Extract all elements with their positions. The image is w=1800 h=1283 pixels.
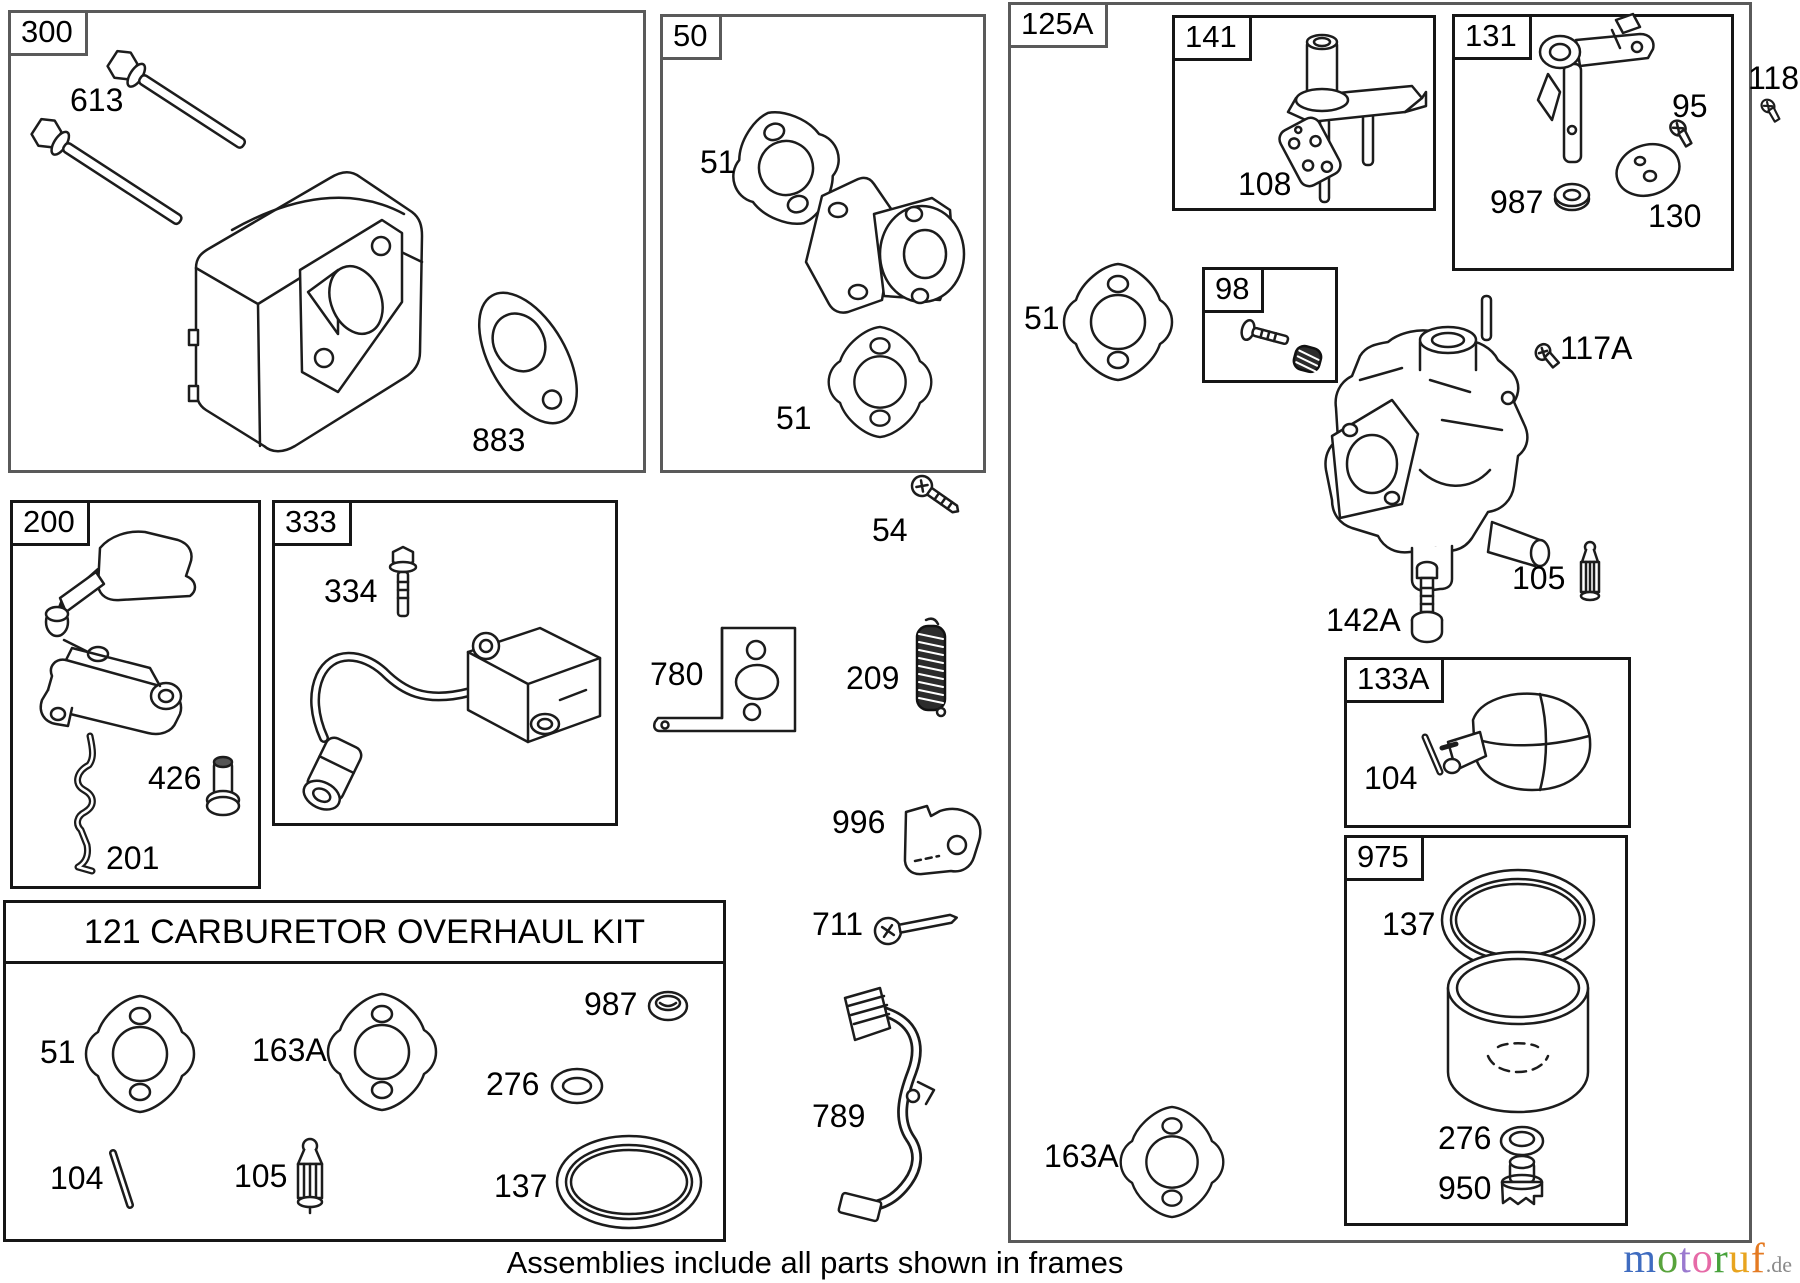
frame-50: 50 (660, 14, 986, 473)
frame-50-label: 50 (660, 14, 723, 61)
callout-137-bowl: 137 (1382, 906, 1436, 942)
frame-131-number: 131 (1465, 18, 1517, 53)
frame-975-number: 975 (1357, 839, 1409, 874)
frame-975-label: 975 (1344, 835, 1424, 882)
callout-996: 996 (832, 804, 886, 840)
frame-133a: 133A (1344, 657, 1631, 828)
callout-95: 95 (1672, 88, 1708, 124)
frame-300: 300 (8, 10, 646, 473)
callout-51-intake-bottom: 51 (776, 400, 812, 436)
frame-98-label: 98 (1202, 267, 1265, 314)
motoruf-logo[interactable]: motoruf.de (1623, 1238, 1792, 1280)
overhaul-kit-title-text: 121 CARBURETOR OVERHAUL KIT (83, 913, 646, 951)
screw-711 (873, 913, 958, 946)
callout-163a-kit: 163A (252, 1032, 327, 1068)
frame-300-label: 300 (8, 10, 88, 57)
frame-975: 975 (1344, 835, 1628, 1226)
callout-104-kit: 104 (50, 1160, 104, 1196)
frame-200: 200 (10, 500, 261, 889)
callout-613: 613 (70, 82, 124, 118)
callout-51-carb: 51 (1024, 300, 1060, 336)
frame-125a-number: 125A (1021, 6, 1094, 41)
callout-105-carb: 105 (1512, 560, 1566, 596)
callout-117a: 117A (1560, 330, 1633, 366)
callout-142a: 142A (1326, 602, 1401, 638)
frame-131-label: 131 (1452, 14, 1532, 61)
logo-letter: o (1691, 1236, 1714, 1282)
callout-276-bowl: 276 (1438, 1120, 1492, 1156)
callout-137-kit: 137 (494, 1168, 548, 1204)
frame-98: 98 (1202, 267, 1338, 383)
logo-letter: r (1713, 1236, 1729, 1282)
callout-334: 334 (324, 573, 378, 609)
logo-letter: o (1657, 1236, 1680, 1282)
spring-209 (915, 617, 947, 718)
callout-163a-carb: 163A (1044, 1138, 1119, 1174)
callout-780: 780 (650, 656, 704, 692)
callout-883: 883 (472, 422, 526, 458)
callout-130: 130 (1648, 198, 1702, 234)
callout-54: 54 (872, 512, 908, 548)
frame-133a-label: 133A (1344, 657, 1445, 704)
frame-333-label: 333 (272, 500, 352, 547)
frame-300-number: 300 (21, 14, 73, 49)
callout-201: 201 (106, 840, 160, 876)
cover-996 (903, 804, 982, 876)
callout-426: 426 (148, 760, 202, 796)
frame-141: 141 (1172, 15, 1436, 211)
frame-333: 333 (272, 500, 618, 826)
callout-118: 118 (1748, 60, 1800, 96)
callout-105-kit: 105 (234, 1158, 288, 1194)
logo-letter: f (1750, 1236, 1766, 1282)
logo-letter: t (1679, 1236, 1692, 1282)
callout-51-kit: 51 (40, 1034, 76, 1070)
callout-276-kit: 276 (486, 1066, 540, 1102)
callout-950: 950 (1438, 1170, 1492, 1206)
screw-54 (910, 474, 960, 514)
frame-333-number: 333 (285, 504, 337, 539)
screw-118 (1756, 96, 1786, 124)
logo-letter: u (1728, 1236, 1751, 1282)
logo-suffix: .de (1765, 1252, 1792, 1277)
callout-209: 209 (846, 660, 900, 696)
frame-overhaul-kit: 121 CARBURETOR OVERHAUL KIT (3, 900, 726, 1242)
frame-141-number: 141 (1185, 19, 1237, 54)
callout-987-kit: 987 (584, 986, 638, 1022)
frame-131: 131 (1452, 14, 1734, 271)
callout-987-131: 987 (1490, 184, 1544, 220)
frame-50-number: 50 (673, 18, 708, 53)
frame-200-label: 200 (10, 500, 90, 547)
callout-51-intake-top: 51 (700, 144, 736, 180)
callout-711: 711 (812, 906, 864, 942)
frame-200-number: 200 (23, 504, 75, 539)
frame-125a-label: 125A (1008, 2, 1109, 49)
callout-104-float: 104 (1364, 760, 1418, 796)
callout-108: 108 (1238, 166, 1292, 202)
assemblies-note: Assemblies include all parts shown in fr… (506, 1245, 1124, 1280)
frame-141-label: 141 (1172, 15, 1252, 62)
frame-125a: 125A (1008, 2, 1752, 1243)
callout-789: 789 (812, 1098, 866, 1134)
frame-133a-number: 133A (1357, 661, 1430, 696)
logo-letter: m (1623, 1236, 1658, 1282)
overhaul-kit-title: 121 CARBURETOR OVERHAUL KIT (6, 903, 723, 964)
frame-98-number: 98 (1215, 271, 1250, 306)
